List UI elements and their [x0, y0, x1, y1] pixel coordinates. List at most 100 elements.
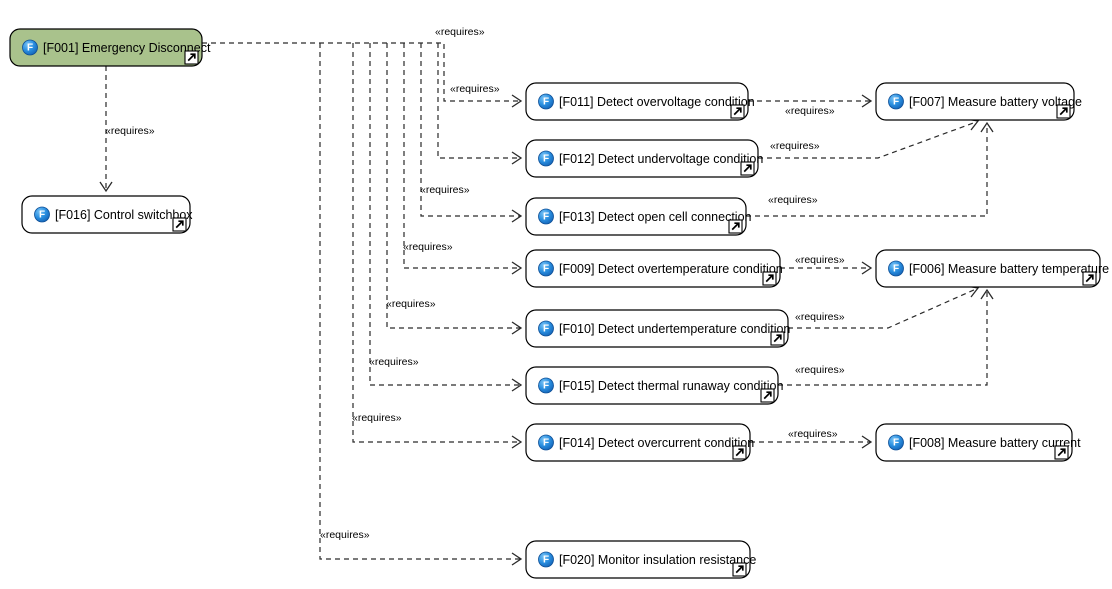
feature-icon-disc [538, 551, 554, 568]
external-link-arrow [175, 220, 184, 229]
edge-f001-f013[interactable]: «requires» [420, 43, 523, 223]
node-f016[interactable]: F[F016] Control switchbox [21, 195, 193, 234]
edge-arrowhead [980, 288, 994, 300]
feature-icon: F [22, 39, 38, 56]
edge-path [778, 291, 988, 386]
edge-stereotype-label: «requires» [403, 241, 453, 253]
node-f020[interactable]: F[F020] Monitor insulation resistance [525, 540, 756, 579]
feature-icon-glyph: F [893, 438, 899, 449]
node-body [525, 197, 747, 236]
feature-icon-glyph: F [893, 264, 899, 275]
feature-icon-glyph: F [893, 97, 899, 108]
external-link-arrow [1085, 274, 1094, 283]
edge-stereotype-label: «requires» [435, 26, 485, 38]
edge-stereotype-label: «requires» [320, 529, 370, 541]
external-link-icon[interactable] [1056, 104, 1071, 119]
external-link-icon[interactable] [762, 271, 777, 286]
feature-icon: F [538, 208, 554, 225]
external-link-arrow [733, 107, 742, 116]
external-link-icon[interactable] [732, 562, 747, 577]
external-link-icon[interactable] [740, 161, 755, 176]
external-link-arrow [735, 448, 744, 457]
external-link-icon[interactable] [770, 331, 785, 346]
external-link-icon[interactable] [1054, 445, 1069, 460]
external-link-icon[interactable] [728, 219, 743, 234]
external-link-icon[interactable] [184, 50, 199, 65]
node-body [525, 139, 759, 178]
feature-icon: F [538, 150, 554, 167]
edge-stereotype-label: «requires» [788, 428, 838, 440]
edge-stereotype-label: «requires» [795, 254, 845, 266]
feature-icon-glyph: F [543, 97, 549, 108]
node-label: [F007] Measure battery voltage [909, 95, 1082, 109]
edge-path [437, 43, 520, 159]
edge-f015-f006[interactable]: «requires» [778, 288, 994, 386]
node-body [525, 82, 749, 121]
edge-arrowhead [511, 209, 523, 223]
feature-icon-disc [538, 208, 554, 225]
edge-arrowhead [511, 151, 523, 165]
edge-f001-f014[interactable]: «requires» [352, 43, 523, 449]
edge-path [420, 43, 520, 217]
external-link-arrow [743, 164, 752, 173]
edge-f012-f007[interactable]: «requires» [758, 118, 980, 159]
edge-path [352, 43, 520, 443]
edge-f001-f012[interactable]: «requires» [437, 43, 523, 165]
edge-f001-f016[interactable]: «requires» [99, 66, 155, 193]
edge-f013-f007[interactable]: «requires» [746, 121, 994, 217]
feature-icon: F [888, 260, 904, 277]
edge-f001-f015[interactable]: «requires» [369, 43, 523, 392]
edge-f009-f006[interactable]: «requires» [780, 254, 873, 275]
external-link-icon[interactable] [760, 388, 775, 403]
node-body [525, 366, 779, 405]
node-label: [F008] Measure battery current [909, 436, 1081, 450]
edge-stereotype-label: «requires» [450, 83, 500, 95]
edge-f001-f010[interactable]: «requires» [386, 43, 523, 335]
node-f010[interactable]: F[F010] Detect undertemperature conditio… [525, 309, 790, 348]
external-link-icon[interactable] [1082, 271, 1097, 286]
node-f008[interactable]: F [F008] Measure battery current [875, 423, 1081, 462]
edge-path [386, 43, 520, 329]
node-f006[interactable]: F[F006] Measure battery temperature [875, 249, 1109, 288]
edge-stereotype-label: «requires» [352, 412, 402, 424]
edge-f011-f007[interactable]: «requires» [748, 94, 873, 117]
edge-path [369, 43, 520, 386]
node-body [875, 249, 1101, 288]
edge-arrowhead [511, 321, 523, 335]
node-label: [F010] Detect undertemperature condition [559, 322, 790, 336]
edge-stereotype-label: «requires» [420, 184, 470, 196]
edge-arrowhead [980, 121, 994, 133]
edge-f014-f008[interactable]: «requires» [750, 428, 873, 449]
feature-icon-glyph: F [543, 555, 549, 566]
external-link-icon[interactable] [172, 217, 187, 232]
edge-f010-f006[interactable]: «requires» [788, 285, 980, 329]
feature-icon: F [888, 93, 904, 110]
node-f015[interactable]: F[F015] Detect thermal runaway condition [525, 366, 783, 405]
edge-path [403, 43, 520, 269]
edge-f001-f011[interactable]: «requires» [202, 26, 523, 108]
node-f011[interactable]: F[F011] Detect overvoltage condition [525, 82, 755, 121]
feature-icon-disc [538, 377, 554, 394]
external-link-arrow [1057, 448, 1066, 457]
edges-layer: «requires»«requires»«requires»«requires»… [99, 26, 994, 566]
node-f014[interactable]: F[F014] Detect overcurrent condition [525, 423, 754, 462]
feature-icon-disc [22, 39, 38, 56]
edge-stereotype-label: «requires» [795, 364, 845, 376]
external-link-icon[interactable] [732, 445, 747, 460]
node-f007[interactable]: F [F007] Measure battery voltage [875, 82, 1082, 121]
feature-icon: F [538, 93, 554, 110]
node-label: [F016] Control switchbox [55, 208, 193, 222]
edge-stereotype-label: «requires» [768, 194, 818, 206]
node-f009[interactable]: F[F009] Detect overtemperature condition [525, 249, 783, 288]
feature-icon-disc [888, 93, 904, 110]
feature-icon-disc [538, 320, 554, 337]
node-f012[interactable]: F[F012] Detect undervoltage condition [525, 139, 763, 178]
edge-f001-f009[interactable]: «requires» [403, 43, 523, 275]
edge-path [758, 121, 977, 159]
external-link-icon[interactable] [730, 104, 745, 119]
edge-f001-f020[interactable]: «requires» [319, 43, 523, 566]
node-f013[interactable]: F[F013] Detect open cell connection [525, 197, 752, 236]
node-f001[interactable]: F[F001] Emergency Disconnect [9, 28, 211, 67]
feature-icon-disc [538, 93, 554, 110]
